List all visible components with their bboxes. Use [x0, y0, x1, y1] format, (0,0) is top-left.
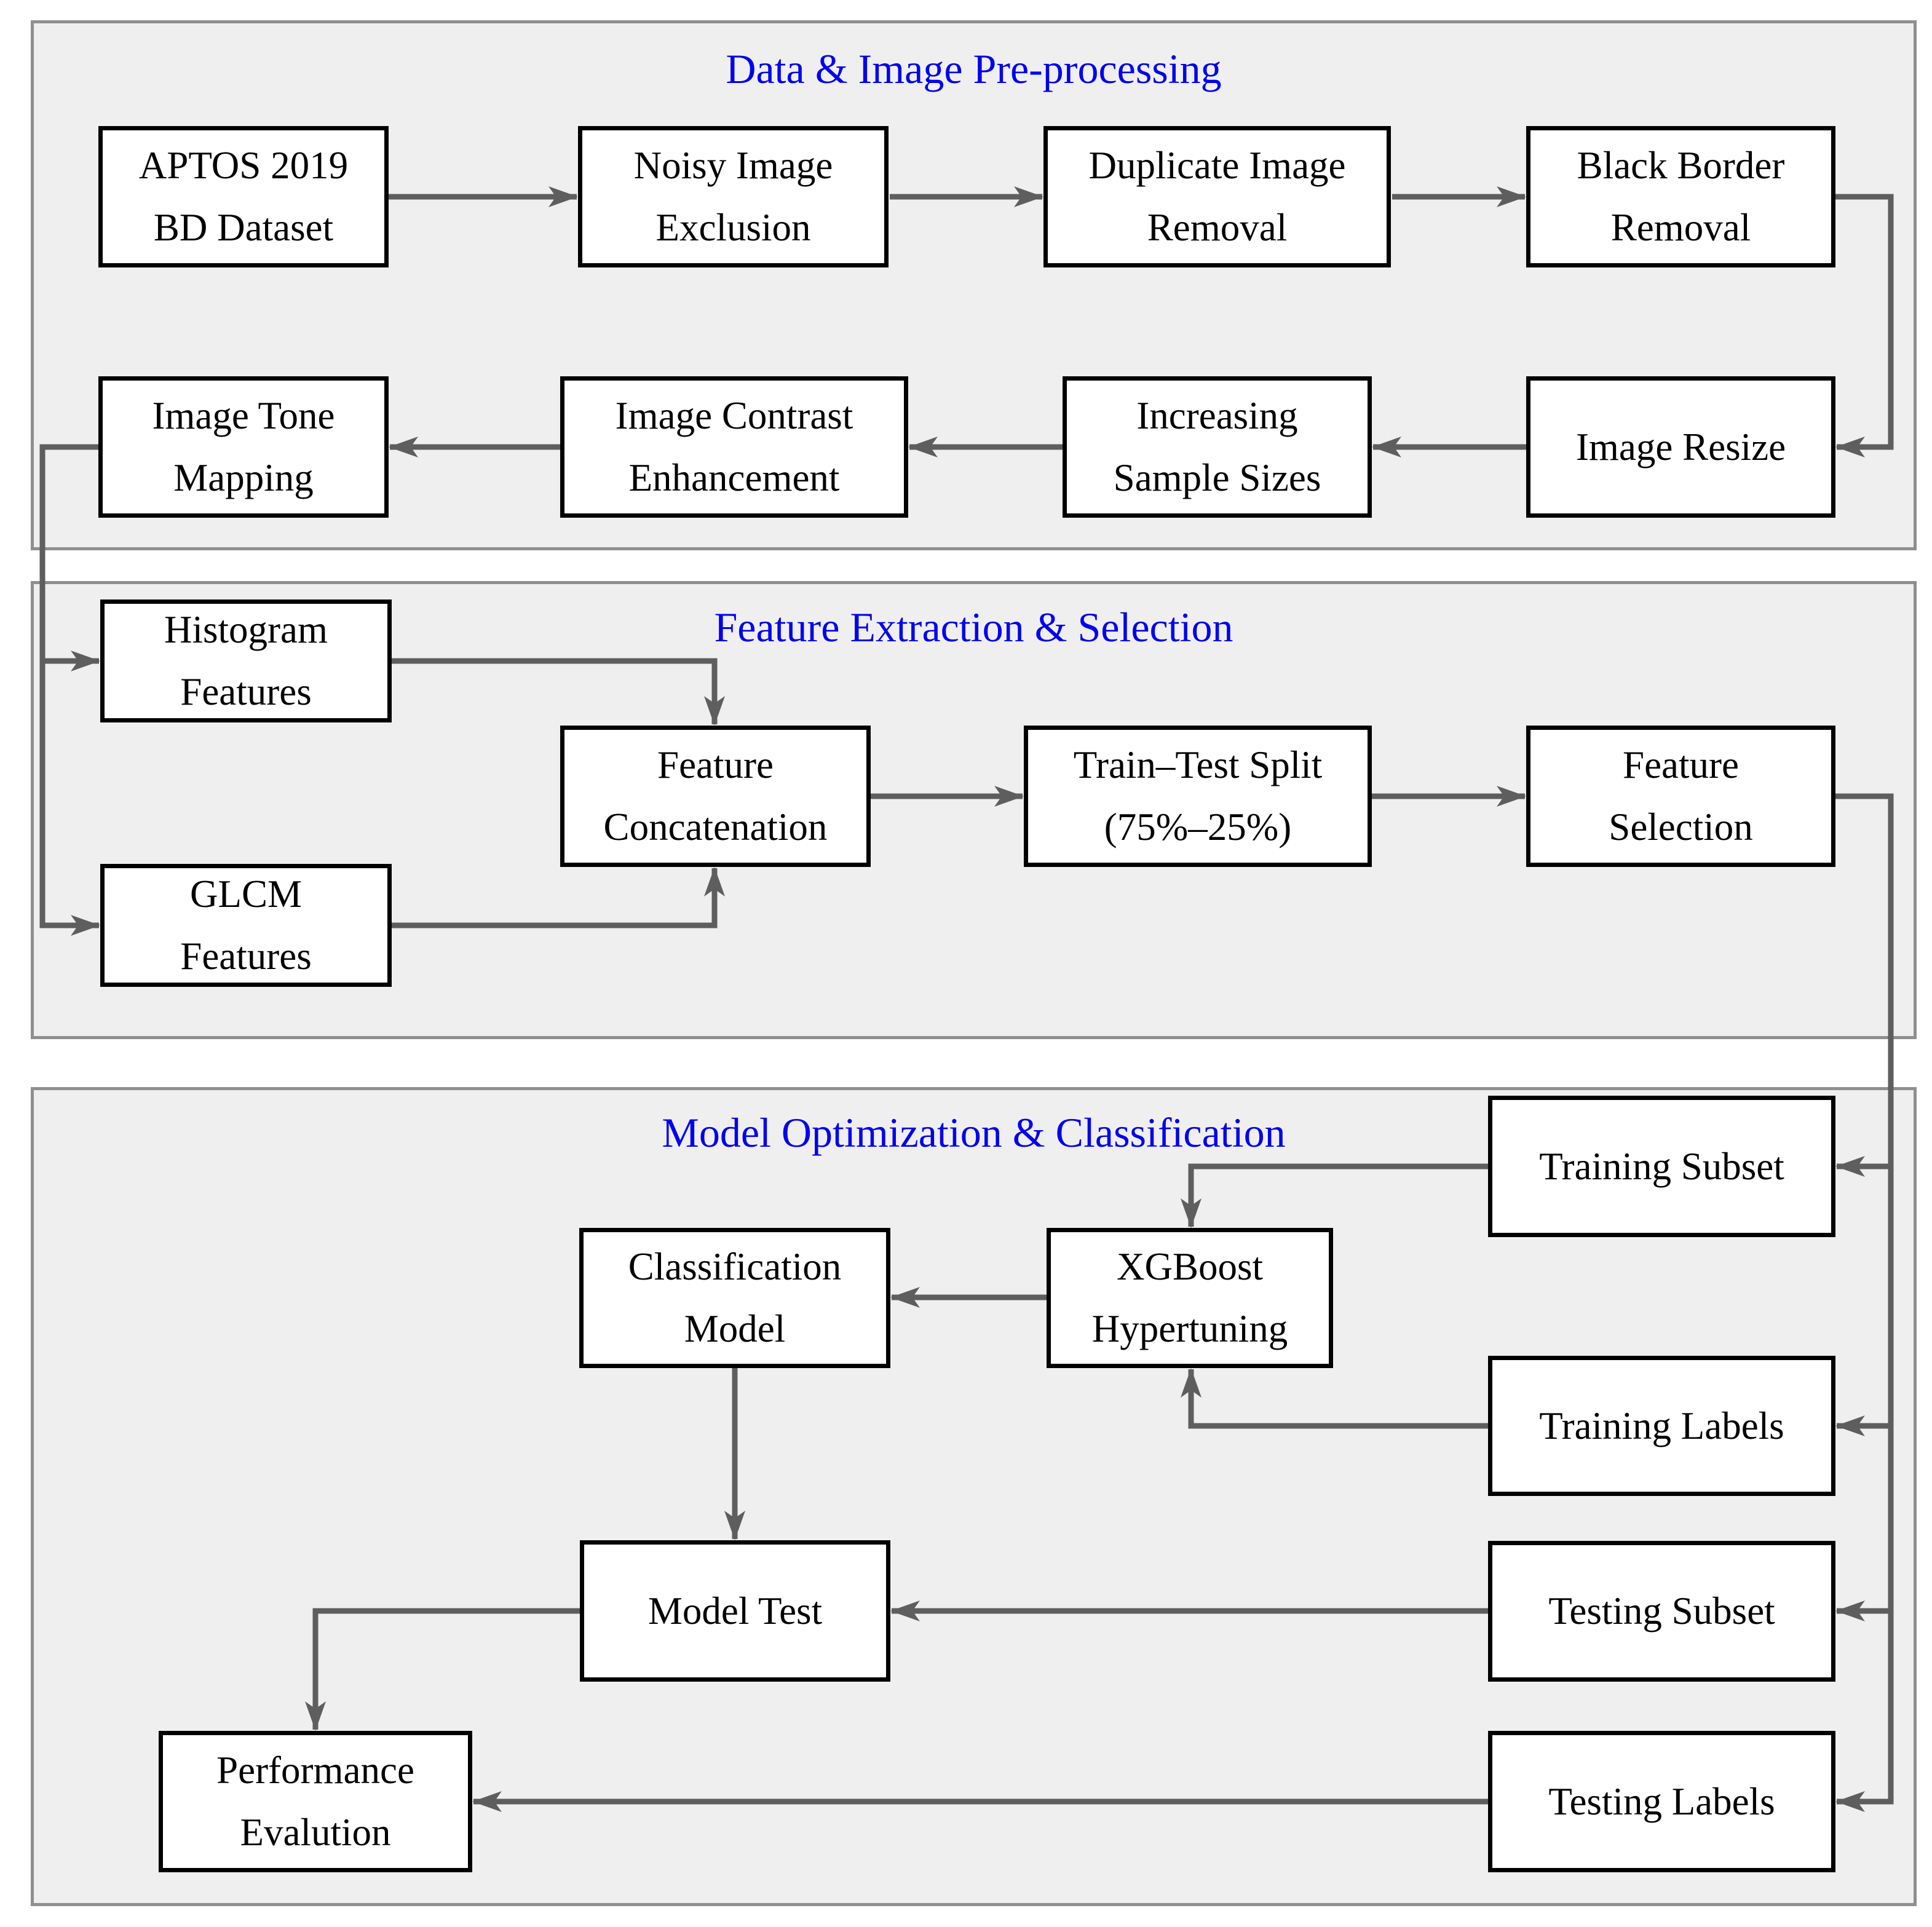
node-label: BD Dataset — [153, 206, 334, 249]
node-label: Model Test — [647, 1589, 823, 1632]
section-title-preprocessing: Data & Image Pre-processing — [726, 46, 1222, 92]
node-model-test: Model Test — [580, 1540, 890, 1682]
section-title-model: Model Optimization & Classification — [662, 1109, 1286, 1156]
node-label: Performance — [216, 1749, 414, 1792]
node-label: Black Border — [1577, 144, 1785, 188]
node-label: Noisy Image — [633, 144, 833, 188]
node-image-tone-mapping: Image Tone Mapping — [98, 376, 389, 518]
node-label: Image Tone — [152, 394, 335, 438]
node-label: Duplicate Image — [1088, 144, 1346, 188]
node-label: Features — [180, 935, 312, 978]
node-increasing-sample-sizes: Increasing Sample Sizes — [1063, 376, 1372, 518]
node-label: Training Labels — [1539, 1404, 1784, 1447]
node-feature-selection: Feature Selection — [1526, 726, 1835, 867]
node-glcm-features: GLCM Features — [100, 864, 392, 987]
node-black-border-removal: Black Border Removal — [1526, 126, 1835, 267]
node-label: XGBoost — [1116, 1245, 1264, 1289]
node-label: Histogram — [164, 608, 328, 652]
node-label: Features — [180, 670, 312, 713]
node-label: Concatenation — [603, 805, 828, 849]
node-duplicate-image-removal: Duplicate Image Removal — [1043, 126, 1391, 267]
node-image-contrast-enhancement: Image Contrast Enhancement — [560, 376, 908, 518]
node-feature-concatenation: Feature Concatenation — [560, 726, 871, 867]
node-label: Mapping — [173, 456, 314, 499]
node-label: Testing Labels — [1548, 1779, 1775, 1823]
node-label: Feature — [657, 743, 774, 787]
section-title-feature: Feature Extraction & Selection — [714, 604, 1233, 651]
node-label: APTOS 2019 — [138, 144, 349, 188]
node-label: Train–Test Split — [1073, 743, 1323, 787]
node-histogram-features: Histogram Features — [100, 599, 392, 722]
node-label: Enhancement — [628, 456, 840, 499]
node-testing-subset: Testing Subset — [1488, 1541, 1835, 1682]
node-label: Model — [684, 1307, 786, 1350]
node-xgboost-hypertuning: XGBoost Hypertuning — [1047, 1228, 1333, 1368]
node-label: Evalution — [240, 1811, 391, 1854]
node-label: GLCM — [189, 872, 303, 916]
node-training-subset: Training Subset — [1488, 1096, 1835, 1237]
node-train-test-split: Train–Test Split (75%–25%) — [1024, 726, 1372, 867]
node-training-labels: Training Labels — [1488, 1356, 1835, 1496]
node-label: Removal — [1610, 206, 1751, 249]
node-performance-evaluation: Performance Evalution — [159, 1731, 472, 1872]
node-label: Increasing — [1136, 394, 1298, 438]
node-label: (75%–25%) — [1104, 805, 1292, 849]
node-label: Training Subset — [1539, 1144, 1784, 1188]
node-label: Image Resize — [1575, 425, 1786, 469]
node-label: Feature — [1623, 743, 1739, 787]
node-image-resize: Image Resize — [1526, 376, 1835, 518]
node-label: Classification — [628, 1245, 842, 1289]
node-aptos-dataset: APTOS 2019 BD Dataset — [98, 126, 389, 267]
node-testing-labels: Testing Labels — [1488, 1731, 1835, 1872]
node-noisy-image-exclusion: Noisy Image Exclusion — [578, 126, 889, 267]
node-classification-model: Classification Model — [579, 1228, 890, 1368]
node-label: Image Contrast — [615, 394, 853, 438]
node-label: Testing Subset — [1548, 1589, 1775, 1633]
node-label: Selection — [1609, 805, 1753, 849]
node-label: Removal — [1147, 206, 1288, 249]
node-label: Hypertuning — [1091, 1307, 1288, 1350]
node-label: Sample Sizes — [1113, 456, 1321, 499]
node-label: Exclusion — [655, 206, 811, 249]
